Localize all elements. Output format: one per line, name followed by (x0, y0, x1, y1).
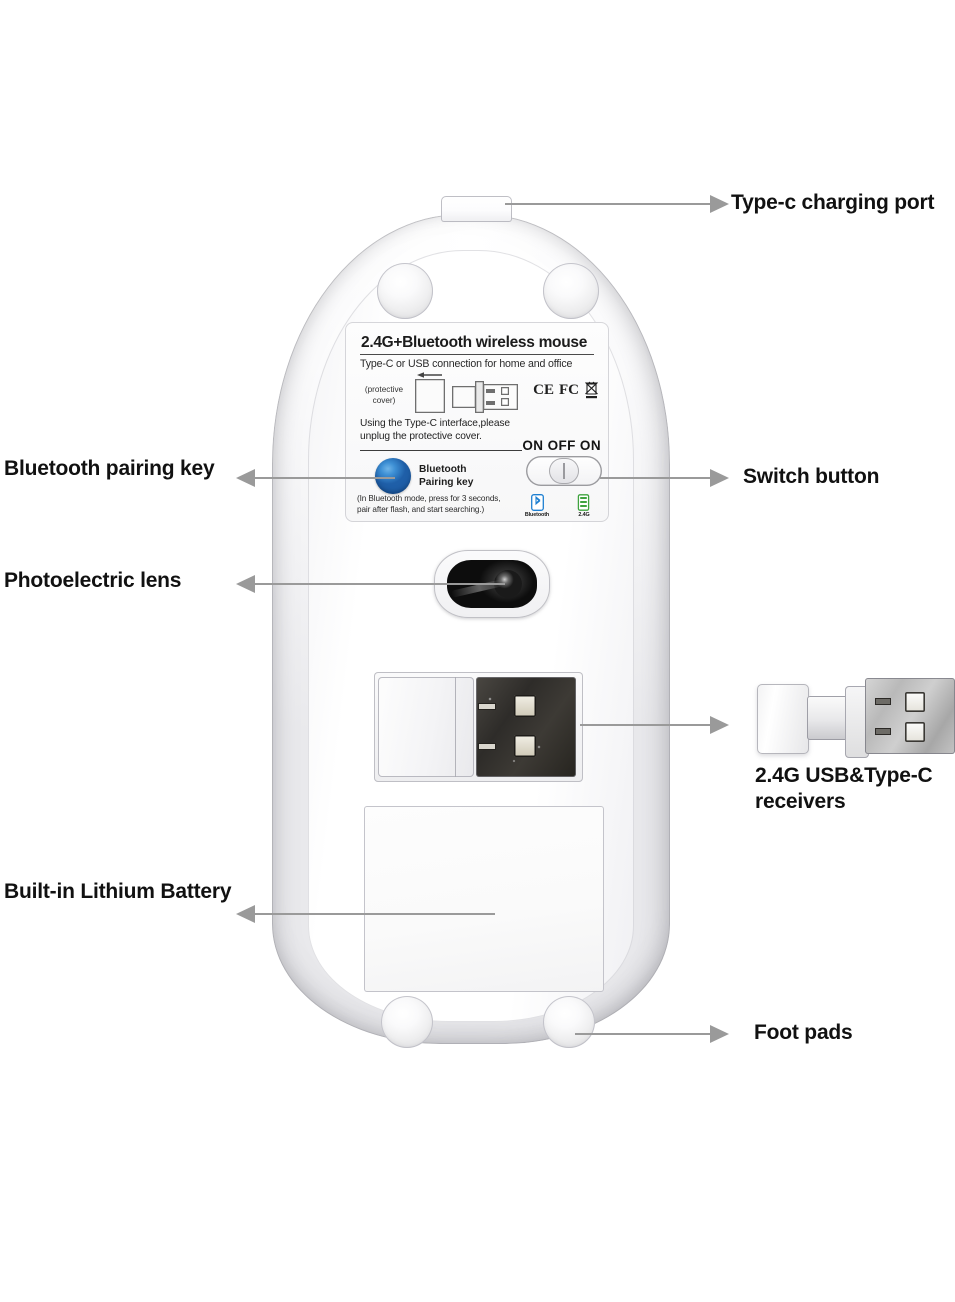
usb-pin-bottom (501, 398, 509, 406)
protective-cover-caption: (protective cover) (356, 384, 412, 406)
callout-receivers-line2: receivers (755, 789, 846, 813)
receiver-tab-bottom (875, 728, 891, 735)
callout-foot-pads: Foot pads (754, 1021, 853, 1044)
leader-typec-charging-port (505, 203, 710, 205)
pairing-note-line2: pair after flash, and start searching.) (357, 504, 485, 514)
usb-pin-top (501, 387, 509, 395)
usb-tab-bottom (486, 401, 495, 405)
arrowhead-built-in-lithium-battery (236, 905, 255, 923)
foot-pad-bottom-right (543, 996, 595, 1048)
foot-pad-top-left (377, 263, 433, 319)
arrowhead-receivers (710, 716, 729, 734)
receiver-cap (378, 677, 474, 777)
leader-switch-button (600, 477, 710, 479)
callout-receivers-line1: 2.4G USB&Type-C (755, 764, 933, 787)
arrowhead-switch-button (710, 469, 729, 487)
arrowhead-photoelectric-lens (236, 575, 255, 593)
bluetooth-icon-caption: Bluetooth (524, 512, 550, 518)
protective-cover-caption-line2: cover) (372, 396, 396, 406)
callout-typec-charging-port: Type-c charging port (731, 191, 935, 214)
leader-bluetooth-pairing-key (255, 477, 395, 479)
built-in-lithium-battery-compartment (364, 806, 604, 992)
usb-contact-top (514, 695, 536, 717)
stored-usb-receiver[interactable] (476, 677, 576, 777)
dongle-usb-connector (483, 384, 518, 410)
typec-connector-tip (807, 696, 851, 740)
signal-2g4-icon-caption: 2.4G (578, 512, 590, 518)
unplug-arrow-icon (417, 372, 442, 378)
signal-2g4-icon (577, 494, 590, 511)
switch-knob[interactable] (549, 458, 579, 484)
label-title: 2.4G+Bluetooth wireless mouse (361, 334, 588, 351)
pairing-instruction-note: (In Bluetooth mode, press for 3 seconds,… (357, 494, 501, 516)
usb-a-receiver (865, 678, 955, 754)
label-divider-bottom (360, 450, 522, 452)
receiver-tab-top (875, 698, 891, 705)
leader-built-in-lithium-battery (255, 913, 495, 915)
callout-photoelectric-lens: Photoelectric lens (4, 569, 182, 592)
callout-bluetooth-pairing-key: Bluetooth pairing key (4, 457, 215, 480)
switch-button[interactable] (526, 456, 602, 486)
arrowhead-foot-pads (710, 1025, 729, 1043)
foot-pad-top-right (543, 263, 599, 319)
receivers-illustration (757, 668, 955, 764)
label-divider-top (360, 354, 594, 355)
arrowhead-typec-charging-port (710, 195, 729, 213)
bluetooth-pairing-key-button[interactable] (375, 458, 411, 494)
product-label: 2.4G+Bluetooth wireless mouse Type-C or … (345, 322, 609, 522)
typec-adapter-cap (757, 684, 809, 754)
arrowhead-bluetooth-pairing-key (236, 469, 255, 487)
ce-mark: CE (533, 381, 554, 398)
usb-shell-tab-top (478, 703, 496, 710)
dongle-body (452, 386, 476, 408)
leader-photoelectric-lens (255, 583, 505, 585)
bluetooth-icon (531, 494, 544, 511)
callout-built-in-lithium-battery: Built-in Lithium Battery (4, 880, 232, 903)
pairing-key-label-line1: Bluetooth (419, 464, 467, 475)
typec-instruction-line1: Using the Type-C interface,please (360, 418, 510, 429)
receiver-contact-bottom (905, 722, 925, 742)
foot-pad-bottom-left (381, 996, 433, 1048)
crossed-out-wheelie-bin-icon (585, 381, 598, 399)
pairing-key-label-line2: Pairing key (419, 477, 474, 489)
receiver-contact-top (905, 692, 925, 712)
typec-charging-port[interactable] (441, 196, 512, 222)
leader-foot-pads (575, 1033, 710, 1035)
protective-cover-caption-line1: (protective (364, 385, 404, 394)
typec-instruction-line2: unplug the protective cover. (360, 430, 482, 442)
usb-dongle-illustration (452, 380, 518, 414)
pairing-key-label: Bluetooth Pairing key (419, 463, 473, 490)
usb-shell-tab-bottom (478, 743, 496, 750)
typec-instruction: Using the Type-C interface,please unplug… (360, 418, 510, 444)
pairing-note-line1: (In Bluetooth mode, press for 3 seconds, (357, 494, 501, 503)
protective-cover-box (415, 379, 445, 413)
leader-receivers (580, 724, 710, 726)
switch-state-labels: ON OFF ON (522, 438, 601, 453)
dongle-collar (475, 381, 484, 413)
fc-mark: FC (559, 381, 579, 398)
certification-marks: CE FC (533, 380, 599, 400)
usb-tab-top (486, 389, 495, 393)
receiver-storage-bay (374, 672, 583, 782)
usb-contact-bottom (514, 735, 536, 757)
callout-switch-button: Switch button (743, 465, 880, 488)
callout-receivers: 2.4G USB&Type-C receivers (755, 763, 955, 814)
label-subtitle: Type-C or USB connection for home and of… (360, 358, 573, 370)
